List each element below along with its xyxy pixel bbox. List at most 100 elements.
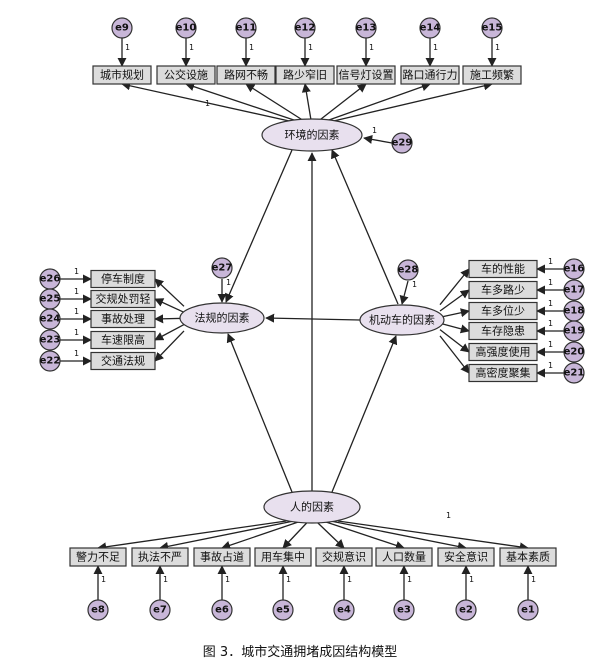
error-right-6: e21 (563, 362, 585, 384)
indicator-left-3: 事故处理 (90, 309, 156, 329)
error-right-2: e17 (563, 279, 585, 301)
loading-arrow-top-7 (333, 81, 493, 122)
indicator-bottom-7-label: 安全意识 (444, 550, 488, 564)
error-top-1-label: e9 (115, 23, 129, 34)
indicator-top-2-label: 公交设施 (164, 68, 208, 82)
loading-arrow-bottom-7 (330, 520, 467, 551)
path-motor-env (331, 149, 399, 305)
loading-arrow-top-1 (121, 81, 290, 122)
latent-human: 人的因素 (263, 490, 361, 524)
indicator-top-5-label: 信号灯设置 (339, 69, 394, 82)
path-env-law (225, 149, 293, 303)
error-left-3: e24 (39, 308, 61, 330)
indicator-right-2-label: 车多路少 (481, 283, 525, 297)
loading-arrow-left-4 (154, 324, 185, 341)
loading-one-left-err-3: 1 (74, 307, 79, 316)
error-left-4: e23 (39, 329, 61, 351)
indicator-left-2-label: 交规处罚轻 (96, 292, 151, 306)
indicator-top-4: 路少窄旧 (275, 65, 335, 85)
indicator-left-4-label: 车速限高 (101, 333, 145, 347)
disturbance-e29-label: e29 (392, 138, 413, 149)
indicator-top-3: 路网不畅 (216, 65, 276, 85)
indicator-top-5: 信号灯设置 (336, 65, 396, 85)
disturbance-e28-label: e28 (398, 265, 419, 276)
indicator-right-2: 车多路少 (468, 280, 538, 300)
loading-arrow-top-2 (185, 82, 298, 122)
indicator-top-1: 城市规划 (92, 65, 152, 85)
indicator-right-4: 车存隐患 (468, 321, 538, 341)
latent-env-label: 环境的因素 (285, 128, 340, 142)
indicator-left-5: 交通法规 (90, 351, 156, 371)
loading-one-bottom-err-5: 1 (347, 575, 352, 584)
loading-arrow-top-3 (245, 83, 305, 122)
error-bottom-8: e1 (517, 599, 539, 621)
indicator-right-6-label: 高密度聚集 (476, 366, 531, 380)
loading-one-bottom-err-3: 1 (225, 575, 230, 584)
loading-arrow-top-6 (325, 82, 431, 122)
loading-arrow-right-5 (439, 329, 470, 353)
disturbance-e29: e29 (391, 132, 413, 154)
loading-arrow-right-2 (439, 289, 470, 312)
figure-caption: 图 3．城市交通拥堵成因结构模型 (202, 645, 398, 660)
indicator-bottom-5-label: 交规意识 (322, 550, 366, 564)
loading-one-top-err-1: 1 (125, 43, 130, 52)
loading-one-e27: 1 (226, 278, 231, 287)
loading-one-bottom-err-1: 1 (101, 575, 106, 584)
loading-one-top-err-7: 1 (495, 43, 500, 52)
loading-one-e28: 1 (412, 280, 417, 289)
error-left-5: e22 (39, 350, 61, 372)
disturbance-arrow-env (363, 134, 393, 144)
error-top-4: e12 (294, 17, 316, 39)
path-human-motor (331, 335, 398, 493)
error-bottom-4: e5 (272, 599, 294, 621)
error-bottom-6: e3 (393, 599, 415, 621)
loading-one-right-err-3: 1 (548, 299, 553, 308)
loading-one-bottom-err-4: 1 (286, 575, 291, 584)
indicator-bottom-5: 交规意识 (315, 547, 373, 567)
indicator-right-5-label: 高强度使用 (476, 345, 531, 359)
error-left-1-label: e26 (40, 274, 61, 285)
indicator-top-7-label: 施工频繁 (470, 68, 514, 82)
error-bottom-7: e2 (455, 599, 477, 621)
error-top-4-label: e12 (295, 23, 316, 34)
indicator-left-5-label: 交通法规 (101, 354, 145, 368)
error-left-1: e26 (39, 268, 61, 290)
error-bottom-6-label: e3 (397, 605, 411, 616)
disturbance-e27: e27 (211, 257, 233, 279)
error-top-7: e15 (481, 17, 503, 39)
error-right-3: e18 (563, 300, 585, 322)
loading-one-human: 1 (446, 511, 451, 520)
error-left-2: e25 (39, 288, 61, 310)
error-left-4-label: e23 (40, 335, 61, 346)
indicator-right-3: 车多位少 (468, 301, 538, 321)
indicator-top-2: 公交设施 (156, 65, 216, 85)
loading-arrow-bottom-6 (322, 520, 405, 550)
loading-one-bottom-err-2: 1 (163, 575, 168, 584)
loading-arrow-right-4 (439, 322, 470, 334)
error-bottom-4-label: e5 (276, 605, 290, 616)
latent-law: 法规的因素 (179, 302, 265, 334)
indicator-top-6-label: 路口通行力 (403, 69, 458, 82)
indicator-bottom-1-label: 警力不足 (76, 550, 120, 564)
error-right-4-label: e19 (564, 326, 585, 337)
error-right-5: e20 (563, 341, 585, 363)
error-top-6-label: e14 (420, 23, 441, 34)
loading-one-left-err-4: 1 (74, 328, 79, 337)
loading-arrow-top-4 (301, 83, 312, 122)
indicator-top-3-label: 路网不畅 (224, 68, 268, 82)
error-bottom-5: e4 (333, 599, 355, 621)
indicator-right-4-label: 车存隐患 (481, 324, 525, 338)
error-left-3-label: e24 (40, 314, 61, 325)
indicator-bottom-4: 用车集中 (254, 547, 312, 567)
indicator-bottom-6: 人口数量 (375, 547, 433, 567)
loading-arrow-left-3 (154, 314, 185, 324)
error-right-5-label: e20 (564, 347, 585, 358)
error-bottom-2-label: e7 (153, 605, 167, 616)
loading-one-bottom-err-7: 1 (469, 575, 474, 584)
error-top-1: e9 (111, 17, 133, 39)
indicator-right-6: 高密度聚集 (468, 363, 538, 383)
error-left-5-label: e22 (40, 356, 61, 367)
indicator-bottom-2: 执法不严 (131, 547, 189, 567)
